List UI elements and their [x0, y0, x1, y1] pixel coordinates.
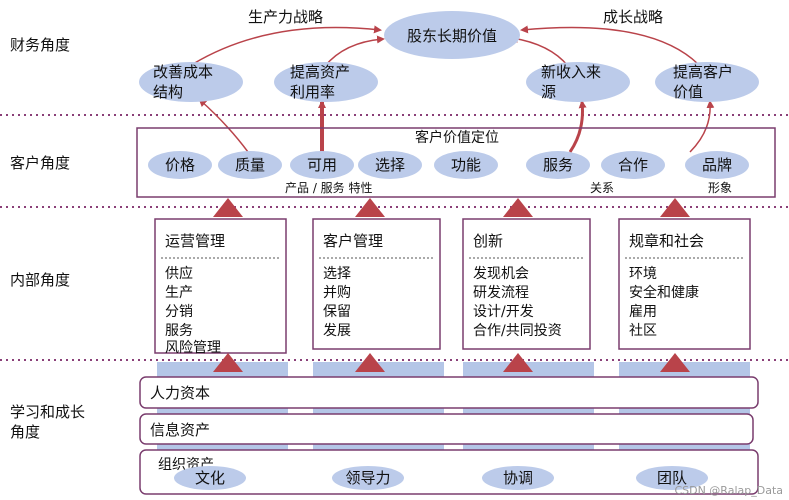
group-label-product-service: 产品 / 服务 特性	[285, 180, 373, 195]
custmgmt-title: 客户管理	[323, 232, 383, 250]
attr-choice-label: 选择	[375, 156, 405, 174]
leadership-ellipse	[332, 466, 404, 490]
perspective-learning-line1: 学习和成长	[10, 403, 85, 421]
arrow-custvalue-to-shareholder	[520, 25, 699, 65]
regulatory-item-environment: 环境	[629, 266, 657, 282]
new-revenue-line1: 新收入来	[541, 63, 601, 81]
ops-title: 运营管理	[165, 232, 225, 250]
custmgmt-item-selection: 选择	[323, 266, 351, 282]
asset-utilization-line1: 提高资产	[290, 63, 350, 81]
attr-available-label: 可用	[307, 156, 337, 174]
group-label-relationship: 关系	[590, 181, 614, 195]
arrow-asset-to-shareholder	[324, 35, 385, 67]
innovation-item-design: 设计/开发	[473, 304, 534, 320]
triangle-regulatory-to-customer	[660, 198, 690, 217]
ellipse-customer-value	[655, 62, 759, 102]
attr-quality-label: 质量	[235, 156, 265, 174]
ops-item-distribution: 分销	[165, 304, 193, 320]
attr-function-label: 功能	[451, 156, 481, 174]
attr-available-ellipse	[290, 151, 354, 179]
box-information-capital	[139, 413, 754, 445]
box-organization-capital	[139, 449, 759, 495]
customer-value-line2: 价值	[673, 83, 703, 101]
customer-value-line1: 提高客户	[673, 63, 733, 81]
triangle-ops-to-customer	[213, 198, 243, 217]
new-revenue-line2: 源	[541, 83, 556, 101]
ops-item-supply: 供应	[165, 265, 193, 282]
leadership-label: 领导力	[345, 469, 390, 487]
box-regulatory-social	[618, 218, 751, 350]
attr-quality-ellipse	[218, 151, 282, 179]
perspective-customer: 客户角度	[10, 154, 70, 172]
culture-label: 文化	[195, 469, 225, 487]
ops-item-service: 服务	[165, 323, 193, 339]
custmgmt-item-growth: 发展	[323, 323, 351, 339]
attr-price-ellipse	[148, 151, 212, 179]
asset-utilization-line2: 利用率	[290, 83, 335, 101]
perspective-financial: 财务角度	[10, 36, 70, 54]
cost-structure-line1: 改善成本	[153, 63, 213, 81]
attr-partnership-label: 合作	[618, 156, 648, 174]
box-human-capital	[139, 376, 759, 409]
attr-choice-ellipse	[358, 151, 422, 179]
attr-brand-label: 品牌	[702, 156, 732, 174]
custmgmt-item-retention: 保留	[323, 304, 351, 320]
customer-value-box	[136, 127, 776, 198]
culture-ellipse	[174, 466, 246, 490]
box-operations-management	[154, 218, 287, 354]
triangle-learning-to-innovation	[503, 353, 533, 372]
box-innovation	[462, 218, 591, 350]
perspective-internal: 内部角度	[10, 271, 70, 289]
ops-item-production: 生产	[165, 285, 193, 301]
teamwork-label: 团队	[657, 469, 687, 487]
regulatory-item-community: 社区	[629, 323, 657, 339]
group-label-image: 形象	[708, 181, 732, 195]
alignment-ellipse	[482, 466, 554, 490]
custmgmt-item-acquisition: 并购	[323, 285, 351, 301]
alignment-label: 协调	[503, 469, 533, 487]
customer-value-title: 客户价值定位	[415, 129, 499, 146]
ellipse-shareholder-value	[384, 11, 520, 59]
triangle-learning-to-regulatory	[660, 353, 690, 372]
strategy-growth: 成长战略	[603, 8, 663, 26]
information-capital-label: 信息资产	[150, 421, 210, 439]
teamwork-ellipse	[636, 466, 708, 490]
regulatory-item-employment: 雇用	[629, 303, 657, 320]
triangle-learning-to-custmgmt	[355, 353, 385, 372]
arrow-quality-to-cost	[198, 98, 249, 153]
attr-function-ellipse	[434, 151, 498, 179]
box-customer-management	[312, 218, 441, 350]
arrow-revenue-to-shareholder	[510, 34, 569, 67]
triangle-custmgmt-to-customer	[355, 198, 385, 217]
cost-structure-line2: 结构	[153, 83, 183, 101]
watermark: CSDN @Ralap_Data	[674, 484, 783, 497]
attr-service-label: 服务	[543, 156, 573, 174]
innovation-item-opportunity: 发现机会	[473, 266, 529, 282]
triangle-innovation-to-customer	[503, 198, 533, 217]
regulatory-item-safety: 安全和健康	[629, 284, 699, 301]
attr-price-label: 价格	[165, 156, 195, 174]
human-capital-label: 人力资本	[150, 384, 210, 402]
attr-partnership-ellipse	[601, 151, 665, 179]
innovation-title: 创新	[473, 232, 503, 250]
attr-service-ellipse	[526, 151, 590, 179]
arrow-brand-to-custvalue	[689, 100, 715, 153]
ellipse-new-revenue	[526, 62, 630, 102]
ops-item-risk: 风险管理	[165, 340, 221, 356]
attr-brand-ellipse	[685, 151, 749, 179]
triangle-learning-to-ops	[213, 353, 243, 372]
arrow-cost-to-shareholder	[192, 25, 382, 65]
regulatory-title: 规章和社会	[629, 232, 704, 250]
perspective-learning-line2: 角度	[10, 423, 40, 441]
strategy-productivity: 生产力战略	[248, 8, 323, 26]
shareholder-value-label: 股东长期价值	[407, 27, 497, 45]
innovation-item-partnership: 合作/共同投资	[473, 323, 562, 339]
ellipse-cost-structure	[139, 62, 243, 102]
innovation-item-rd: 研发流程	[473, 285, 529, 301]
ellipse-asset-utilization	[274, 62, 378, 102]
arrow-service-to-revenue	[568, 100, 587, 153]
